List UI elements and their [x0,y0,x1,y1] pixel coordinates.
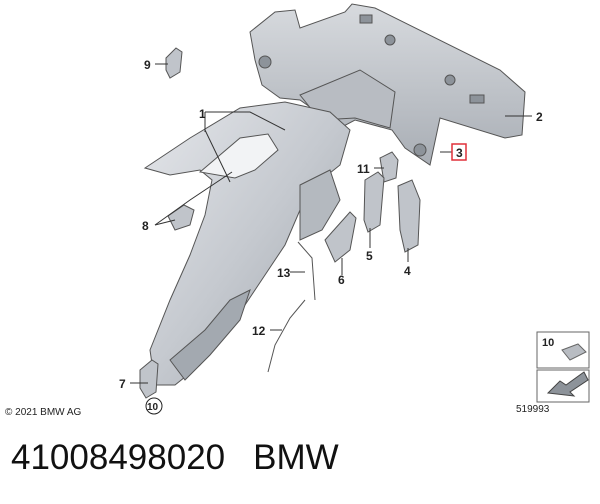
bracket-4 [397,179,421,253]
seal-12 [267,299,306,373]
arrow-icon [546,371,589,397]
bracket-7 [139,359,159,399]
callout-7: 7 [119,377,126,391]
callout-9: 9 [144,58,151,72]
bracket-8 [167,204,195,231]
callout-8: 8 [142,219,149,233]
callout-10: 10 [147,402,159,413]
bracket-9 [165,47,183,79]
brand: BMW [253,438,339,477]
seal-13 [297,241,316,301]
caption: 41008498020 BMW [11,438,367,478]
callout-3: 3 [456,146,463,160]
bracket-5 [363,171,385,233]
side-panel [143,101,351,386]
callout-6: 6 [338,273,345,287]
callouts: 1 2 3 4 5 6 7 8 9 10 11 12 13 [119,58,543,415]
callout-3-highlight [451,143,467,161]
callout-1: 1 [199,107,206,121]
callout-4: 4 [404,264,411,278]
legend-box-10: 10 [536,331,590,369]
bracket-6 [324,211,357,263]
parts-diagram: 1 2 3 4 5 6 7 8 9 10 11 12 13 10 [119,3,590,415]
legend-box-number: 10 [542,337,554,349]
callout-11: 11 [357,162,370,176]
part-number: 41008498020 [11,438,226,477]
copyright-notice: © 2021 BMW AG [5,407,82,418]
diagram-number: 519993 [516,404,550,415]
callout-10-circle [145,397,163,415]
callout-2: 2 [536,110,543,124]
callout-12: 12 [252,324,266,338]
callout-5: 5 [366,249,373,263]
legend-box-arrow [536,369,590,403]
callout-13: 13 [277,266,291,280]
leader-lines [130,63,532,384]
